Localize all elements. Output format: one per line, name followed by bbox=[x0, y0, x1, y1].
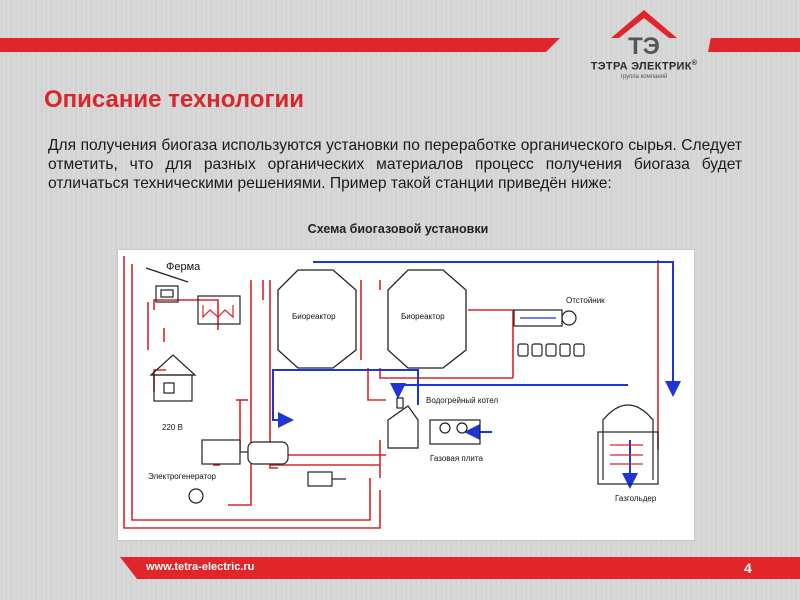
label-bioreactor-1: Биореактор bbox=[292, 312, 336, 321]
generator-drawing bbox=[188, 439, 346, 504]
logo-name: ТЭТРА ЭЛЕКТРИК® bbox=[585, 60, 703, 73]
footer-red-bar bbox=[120, 557, 800, 579]
label-gas-stove: Газовая плита bbox=[430, 454, 483, 463]
header-red-bar-right bbox=[708, 38, 800, 52]
settler-drawing bbox=[513, 309, 585, 357]
slide-title: Описание технологии bbox=[44, 86, 304, 113]
logo-mark-text: ТЭ bbox=[628, 33, 660, 60]
scheme-caption: Схема биогазовой установки bbox=[307, 222, 489, 236]
intro-paragraph: Для получения биогаза используются устан… bbox=[48, 137, 742, 192]
gasholder-drawing bbox=[597, 404, 659, 485]
label-boiler: Водогрейный котел bbox=[426, 396, 499, 405]
label-voltage: 220 В bbox=[162, 423, 183, 432]
label-bioreactor-2: Биореактор bbox=[401, 312, 445, 321]
logo-subtitle: группа компаний bbox=[620, 74, 668, 80]
label-gasholder: Газгольдер bbox=[615, 494, 657, 503]
house-drawing bbox=[149, 354, 197, 402]
footer-website-link[interactable]: www.tetra-electric.ru bbox=[146, 561, 255, 573]
logo-mark-icon: ТЭ bbox=[611, 10, 677, 60]
logo-registered-mark: ® bbox=[691, 60, 698, 67]
page-number: 4 bbox=[744, 560, 752, 576]
boiler-drawing bbox=[387, 397, 419, 449]
gas-stove-drawing bbox=[429, 419, 481, 445]
biogas-scheme-diagram: Ферма Биореактор Биореактор Отстойник Во… bbox=[117, 249, 695, 541]
header-red-bar bbox=[0, 38, 560, 52]
bottles bbox=[517, 343, 585, 357]
label-settler: Отстойник bbox=[566, 296, 605, 305]
logo-name-text: ТЭТРА ЭЛЕКТРИК bbox=[590, 60, 692, 73]
farm-drawing bbox=[145, 267, 241, 325]
bioreactors-drawing bbox=[277, 269, 467, 369]
scheme-drawing bbox=[123, 256, 681, 529]
label-farm: Ферма bbox=[166, 261, 201, 273]
label-generator: Электрогенератор bbox=[148, 472, 217, 481]
company-logo: ТЭ ТЭТРА ЭЛЕКТРИК® группа компаний bbox=[585, 8, 703, 88]
